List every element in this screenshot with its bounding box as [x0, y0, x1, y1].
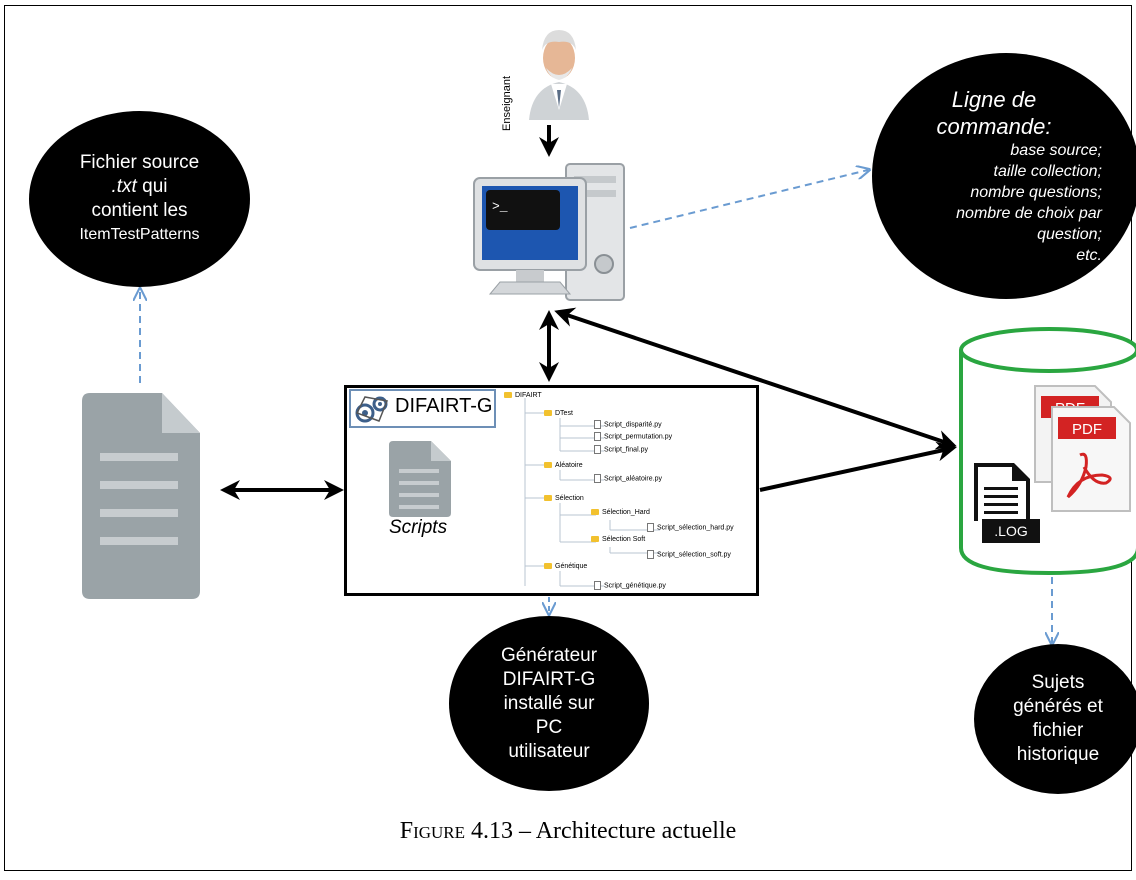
tree-item-label: Sélection Soft [602, 536, 646, 543]
scripts-label: Scripts [389, 517, 448, 538]
output-bubble-line: historique [1016, 744, 1100, 765]
generator-bubble-line: DIFAIRT-G [502, 668, 596, 690]
file-icon [594, 420, 601, 429]
generator-bubble: Générateur DIFAIRT-G installé sur PC uti… [449, 616, 649, 791]
source-document-icon [82, 393, 200, 599]
output-bubble: Sujets générés et fichier historique [974, 644, 1136, 794]
tree-file[interactable]: Script_permutation.py [594, 432, 672, 441]
tree-folder[interactable]: Aléatoire [544, 462, 583, 469]
folder-icon [504, 392, 512, 399]
tree-item-label: DTest [555, 410, 573, 417]
caption-separator: – [519, 818, 532, 844]
generator-bubble-line: Générateur [500, 644, 598, 666]
command-item: etc. [1076, 247, 1102, 264]
output-bubble-line: générés et [1013, 696, 1103, 717]
command-item: nombre de choix par [956, 205, 1102, 222]
command-title-line1: Ligne de [951, 87, 1037, 112]
output-bubble-line: Sujets [1031, 672, 1085, 693]
source-bubble-line3: contient les [91, 200, 188, 221]
tree-folder[interactable]: Génétique [544, 563, 587, 570]
generator-bubble-line: installé sur [503, 692, 595, 714]
folder-icon [544, 563, 552, 570]
folder-icon [591, 536, 599, 543]
tree-item-label: Script_sélection_hard.py [657, 524, 734, 532]
tree-file[interactable]: Script_final.py [594, 445, 648, 454]
command-item: nombre questions; [970, 184, 1102, 201]
tree-file[interactable]: Script_sélection_hard.py [647, 523, 734, 532]
dashed-arrow-pc-to-command [629, 170, 868, 229]
file-icon [647, 523, 654, 532]
tree-folder[interactable]: DTest [544, 410, 573, 417]
tree-folder[interactable]: Sélection_Hard [591, 509, 650, 516]
tree-item-label: Script_final.py [604, 446, 648, 454]
folder-icon [544, 495, 552, 502]
log-label: .LOG [994, 523, 1027, 539]
caption-figure-word: Figure [399, 818, 466, 844]
txt-extension: .txt [111, 176, 137, 197]
source-bubble-line4: ItemTestPatterns [79, 226, 200, 243]
log-file-icon: .LOG [974, 463, 1040, 543]
tree-file[interactable]: Script_aléatoire.py [594, 474, 662, 483]
file-icon [594, 581, 601, 590]
folder-icon [544, 410, 552, 417]
caption-title: Architecture actuelle [535, 818, 737, 844]
gears-icon [355, 396, 389, 423]
tree-item-label: Script_aléatoire.py [604, 475, 662, 483]
computer-icon: >_ [473, 163, 625, 301]
svg-text:>_: >_ [492, 199, 508, 214]
tree-item-label: Script_disparité.py [604, 421, 662, 429]
command-line-bubble: Ligne de commande: base source; taille c… [872, 53, 1136, 299]
teacher-label: Enseignant [501, 75, 513, 131]
file-icon [594, 445, 601, 454]
source-bubble-line2: .txt qui [112, 175, 168, 199]
figure-caption: Figure 4.13 – Architecture actuelle [0, 818, 1136, 845]
folder-icon [544, 462, 552, 469]
generator-bubble-line: PC [535, 716, 563, 738]
tree-folder[interactable]: DIFAIRT [504, 392, 542, 399]
output-bubble-line: fichier [1032, 720, 1084, 741]
arrow-pc-storage [554, 307, 957, 450]
tree-item-label: Script_sélection_soft.py [657, 551, 731, 559]
pdf-icon: PDF [1051, 406, 1131, 512]
source-bubble-line2-rest: qui [136, 176, 168, 197]
folder-icon [591, 509, 599, 516]
tree-item-label: Script_permutation.py [604, 433, 673, 441]
tree-file[interactable]: Script_sélection_soft.py [647, 550, 731, 559]
arrow-generator-to-storage [759, 441, 957, 492]
tree-file[interactable]: Script_génétique.py [594, 581, 666, 590]
difairt-logo-label: DIFAIRT-G [395, 395, 493, 417]
command-item: question; [1037, 226, 1102, 243]
file-icon [594, 432, 601, 441]
command-item: taille collection; [993, 163, 1103, 180]
tree-file[interactable]: Script_disparité.py [594, 420, 662, 429]
file-icon [647, 550, 654, 559]
tree-item-label: DIFAIRT [515, 392, 542, 399]
tree-item-label: Génétique [555, 563, 588, 570]
file-icon [594, 474, 601, 483]
teacher-icon [529, 30, 589, 120]
tree-folder[interactable]: Sélection Soft [591, 536, 645, 543]
tree-item-label: Sélection_Hard [602, 509, 650, 516]
command-title-line2: commande: [936, 114, 1052, 139]
tree-item-label: Script_génétique.py [604, 582, 666, 590]
command-item: base source; [1010, 142, 1102, 159]
tree-item-label: Aléatoire [555, 462, 583, 469]
source-bubble-line1: Fichier source [79, 152, 200, 173]
scripts-document-icon [389, 441, 451, 517]
pdf-label-front: PDF [1072, 421, 1102, 438]
generator-bubble-line: utilisateur [508, 740, 590, 762]
tree-item-label: Sélection [555, 495, 584, 502]
difairt-logo: DIFAIRT-G [349, 389, 496, 428]
source-file-bubble: Fichier source .txt qui contient les Ite… [29, 111, 250, 287]
caption-number: 4.13 [471, 818, 514, 844]
tree-folder[interactable]: Sélection [544, 495, 584, 502]
